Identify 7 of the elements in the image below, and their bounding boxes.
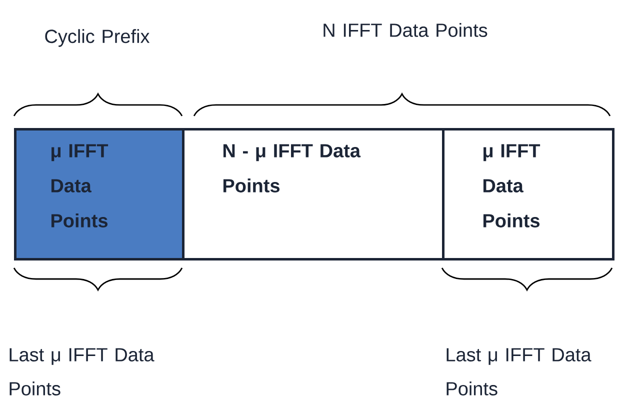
segment-box: μ IFFT Data Points [14, 128, 184, 260]
label: Last μ IFFT Data Points [446, 348, 592, 396]
label: Cyclic Prefix [45, 29, 150, 47]
label: Last μ IFFT Data Points [10, 348, 154, 396]
segment-box: μ IFFT Data Points [442, 128, 614, 260]
segment-box: N - μ IFFT Data Points [182, 128, 444, 260]
label: N IFFT Data Points [324, 23, 488, 37]
